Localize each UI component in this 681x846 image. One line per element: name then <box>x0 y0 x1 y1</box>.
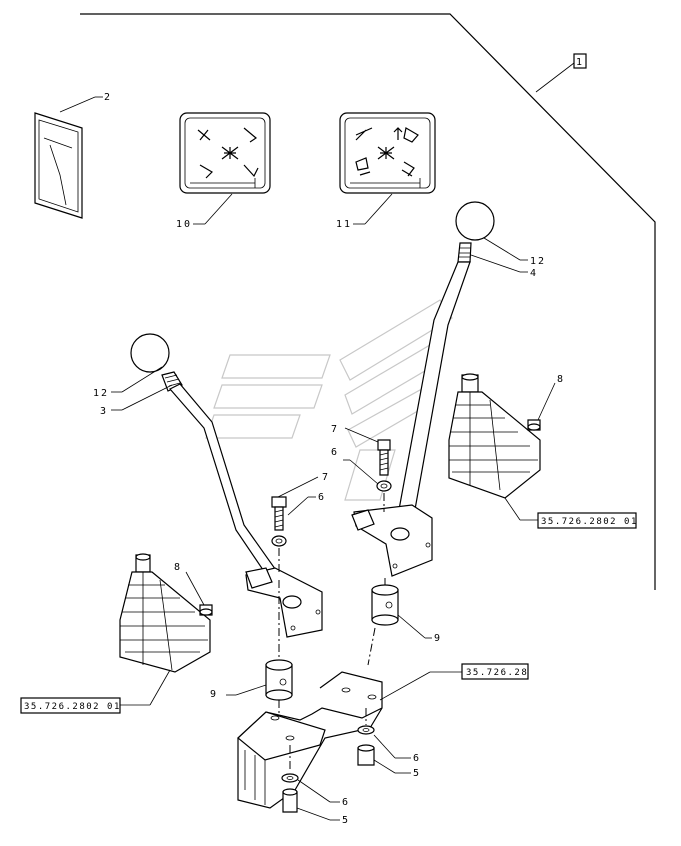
callout-6-upper-right: 6 <box>331 447 339 458</box>
callout-2: 2 <box>104 92 112 103</box>
callout-6-lower-right: 6 <box>413 753 421 764</box>
callout-5-lower-center: 5 <box>342 815 350 826</box>
base-plate: 35.726.28 <box>237 663 529 809</box>
callout-6-lower-center: 6 <box>342 797 350 808</box>
group-frame-line: 1 <box>80 13 656 590</box>
lower-center-nut-washer: 6 5 <box>281 745 350 826</box>
decal-card-part: 2 <box>34 92 112 219</box>
callout-8-left: 8 <box>174 562 182 573</box>
callout-8-right: 8 <box>557 374 565 385</box>
ref-boot-left: 35.726.2802 01 <box>24 702 121 712</box>
callout-4: 4 <box>530 268 538 279</box>
right-control-lever: 12 4 <box>351 201 546 577</box>
left-control-lever: 12 3 <box>93 333 323 638</box>
callout-3: 3 <box>100 406 108 417</box>
left-lever-rod <box>169 383 291 596</box>
left-bushing: 9 <box>210 580 293 701</box>
left-bolt-washer: 6 7 <box>271 472 330 575</box>
move-arrows-icon <box>221 146 239 160</box>
left-knob <box>130 333 170 373</box>
control-pattern-decal-right: 11 <box>336 112 436 230</box>
right-bushing: 9 <box>367 578 442 666</box>
right-rubber-boot: 35.726.2802 01 8 <box>448 373 638 529</box>
bucket-symbol-icon <box>355 127 419 177</box>
callout-6-upper-left: 6 <box>318 492 326 503</box>
callout-1: 1 <box>576 57 584 68</box>
lower-right-nut-washer: 6 5 <box>357 708 421 779</box>
right-lever-grip <box>457 242 472 263</box>
callout-5-lower-right: 5 <box>413 768 421 779</box>
move-arrows-icon-right <box>377 146 395 160</box>
callout-7-right: 7 <box>331 424 339 435</box>
ref-boot-right: 35.726.2802 01 <box>541 517 638 527</box>
callout-9-right: 9 <box>434 633 442 644</box>
boom-symbol-icon <box>197 127 259 179</box>
callout-12-right: 12 <box>530 256 546 267</box>
control-pattern-decal-left: 10 <box>176 112 271 230</box>
callout-7: 7 <box>322 472 330 483</box>
callout-11: 11 <box>336 219 352 230</box>
callout-12-left: 12 <box>93 388 109 399</box>
callout-10: 10 <box>176 219 192 230</box>
right-knob <box>455 201 495 241</box>
left-rubber-boot: 35.726.2802 01 8 <box>20 553 213 714</box>
right-bolt-washer: 6 7 <box>331 424 392 512</box>
callout-9-left: 9 <box>210 689 218 700</box>
ref-plate: 35.726.28 <box>466 668 528 678</box>
